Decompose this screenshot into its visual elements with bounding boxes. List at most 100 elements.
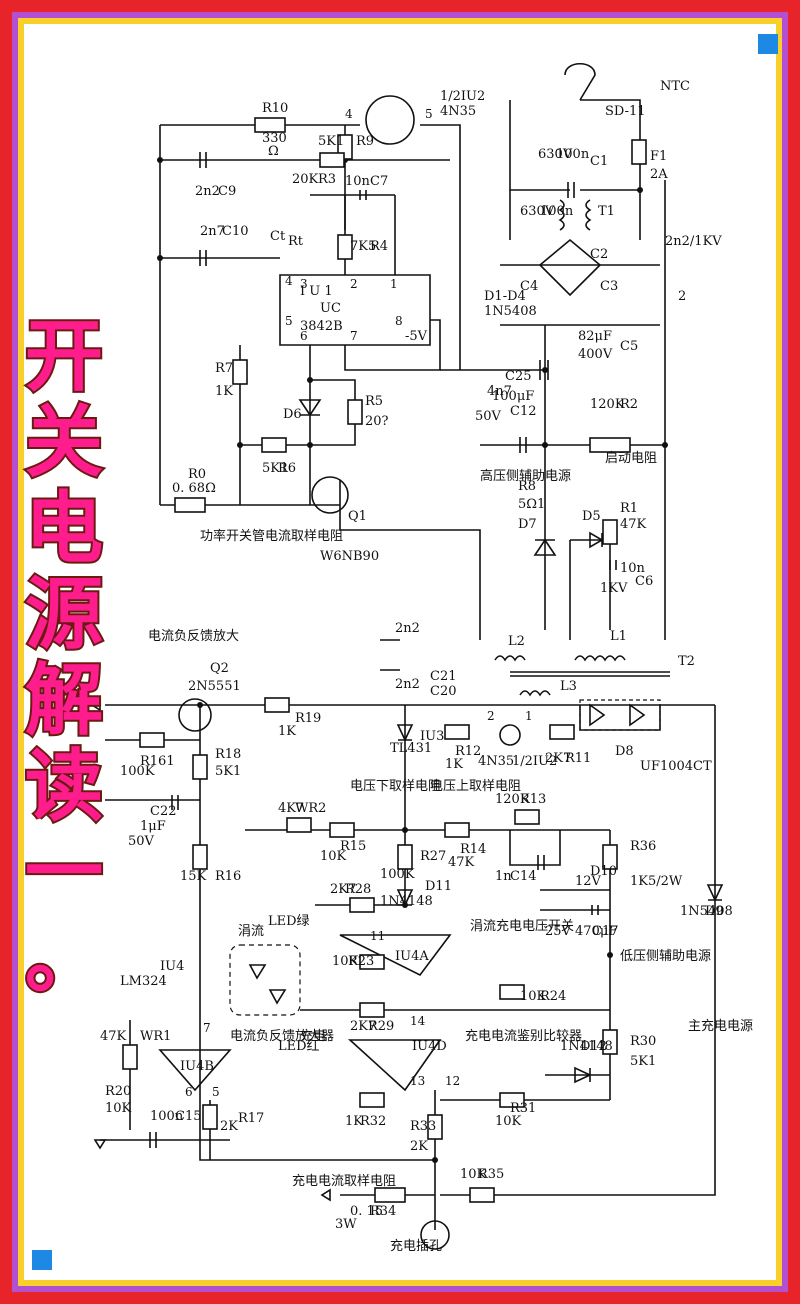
label-d1d4-part: 1N5408 [484, 304, 537, 319]
label-c12: C12 [510, 404, 537, 419]
label-r3-val: 20K [292, 172, 319, 187]
label-d7: D7 [518, 517, 537, 532]
label-float: 涓流 [238, 923, 264, 939]
label-r10: R10 [262, 101, 288, 116]
label-r28-val: 2K7 [330, 882, 356, 897]
resistor-r16 [192, 844, 208, 870]
label-trickle-sw: 涓流充电电压开关 [470, 918, 574, 934]
label-t1: T1 [598, 204, 615, 219]
label-l3: L3 [560, 679, 577, 694]
label-c22: C22 [150, 804, 177, 819]
capacitor-c15 [149, 1132, 157, 1148]
label-c5-v: 400V [578, 347, 613, 362]
corner-marker-bottom-left [32, 1250, 52, 1270]
resistor-r3 [319, 152, 345, 168]
label-r5-val: 20? [365, 414, 389, 429]
label-d9: D9 [705, 904, 724, 919]
label-d10-val: 12V [575, 874, 602, 889]
resistor-r15 [329, 822, 355, 838]
label-r5: R5 [365, 394, 383, 409]
label-t2: T2 [678, 654, 695, 669]
label-c-100n-2: 100n [540, 204, 574, 219]
label-c9-val: 2n2 [195, 184, 220, 199]
label-r28: R28 [345, 882, 371, 897]
label-pin-14: 14 [410, 1014, 426, 1028]
label-c21: C21 [430, 669, 457, 684]
resistor-r11 [549, 724, 575, 740]
label-r11: R11 [565, 751, 591, 766]
optocoupler-u2-symbol [365, 95, 415, 145]
resistor-r18 [192, 754, 208, 780]
label-r16: R16 [215, 869, 241, 884]
title-char-3: 电 [23, 484, 105, 574]
schematic-paper [24, 24, 776, 1280]
label-c6: C6 [635, 574, 653, 589]
label-c6-val: 10n [620, 561, 646, 576]
fuse-f1 [631, 139, 647, 165]
label-c17-val: 470μF [575, 924, 617, 939]
label-d8-part: UF1004CT [640, 759, 712, 774]
label-r34: R34 [370, 1204, 396, 1219]
led-bicolor-icon [248, 964, 287, 1005]
label-iu1-a: I U 1 [300, 284, 333, 299]
label-d6: D6 [283, 407, 302, 422]
label-c4: C4 [520, 279, 538, 294]
transistor-q2-symbol [178, 698, 212, 732]
charge-jack-icon [420, 1220, 450, 1250]
label-r10-val: 330 [262, 131, 287, 146]
resistor-r29 [359, 1002, 385, 1018]
diode-d9 [706, 884, 724, 902]
resistor-r23 [359, 954, 385, 970]
transformer-t1 [558, 199, 592, 231]
label-r9-val: 5K1 [318, 134, 344, 149]
inductor-l3 [519, 690, 551, 697]
junction-dots [157, 157, 668, 1163]
label-pin-5: 5 [285, 314, 293, 328]
ground-symbol-2 [320, 1188, 331, 1202]
diode-d7 [533, 538, 557, 556]
label-r1: R1 [620, 501, 638, 516]
label-r7: R7 [215, 361, 233, 376]
label-r34-val: 0. 15 [350, 1204, 383, 1219]
resistor-r36 [602, 844, 618, 870]
label-c7: C7 [370, 174, 388, 189]
diode-d8-package [579, 699, 661, 731]
label-r3: R3 [318, 172, 336, 187]
labels-secondary: 电流负反馈放大 Q2 2N5551 R19 1K R12 1K 4N35 1/2… [100, 629, 753, 1254]
label-c9: C9 [218, 184, 236, 199]
label-c17-v: 25V [545, 924, 572, 939]
label-u2b: 1/2IU2 [512, 754, 557, 769]
label-r6-val: 5K1 [262, 461, 288, 476]
label-u2-top: 1/2IU2 [440, 89, 485, 104]
label-r4-val: 7K5 [350, 239, 376, 254]
primary-components [174, 62, 670, 697]
label-r12: R12 [455, 744, 481, 759]
label-r36: R36 [630, 839, 656, 854]
label-vr2: WR2 [295, 801, 326, 816]
label-iu4b: IU4B [180, 1059, 214, 1074]
label-iu4: IU4 [160, 959, 184, 974]
label-r30: R30 [630, 1034, 656, 1049]
capacitor-c6 [609, 560, 617, 570]
label-iu4d: IU4D [412, 1039, 447, 1054]
label-c-630v-2: 630V [520, 204, 555, 219]
label-u2b-pin2: 2 [487, 709, 495, 723]
secondary-components [90, 697, 724, 1250]
label-r161-val: 100K [120, 764, 155, 779]
label-d9-part: 1N5408 [680, 904, 733, 919]
resistor-r0 [174, 497, 206, 513]
label-cmp: 充电电流鉴别比较器 [465, 1028, 582, 1044]
label-rt: Rt [288, 234, 304, 249]
label-c3: C3 [600, 279, 618, 294]
label-pin-4: 4 [285, 274, 293, 288]
label-c12-val: 100μF [492, 389, 534, 404]
page-title: 开 关 电 源 解 读 一 。 [0, 312, 128, 1004]
label-c17: C17 [592, 924, 619, 939]
label-minus5v: -5V [405, 329, 428, 344]
label-r161: R161 [140, 754, 175, 769]
label-r9: R9 [356, 134, 374, 149]
label-start-res: 启动电阻 [605, 451, 657, 466]
resistor-r35 [469, 1187, 495, 1203]
label-iu4b-pin6: 6 [185, 1085, 193, 1099]
